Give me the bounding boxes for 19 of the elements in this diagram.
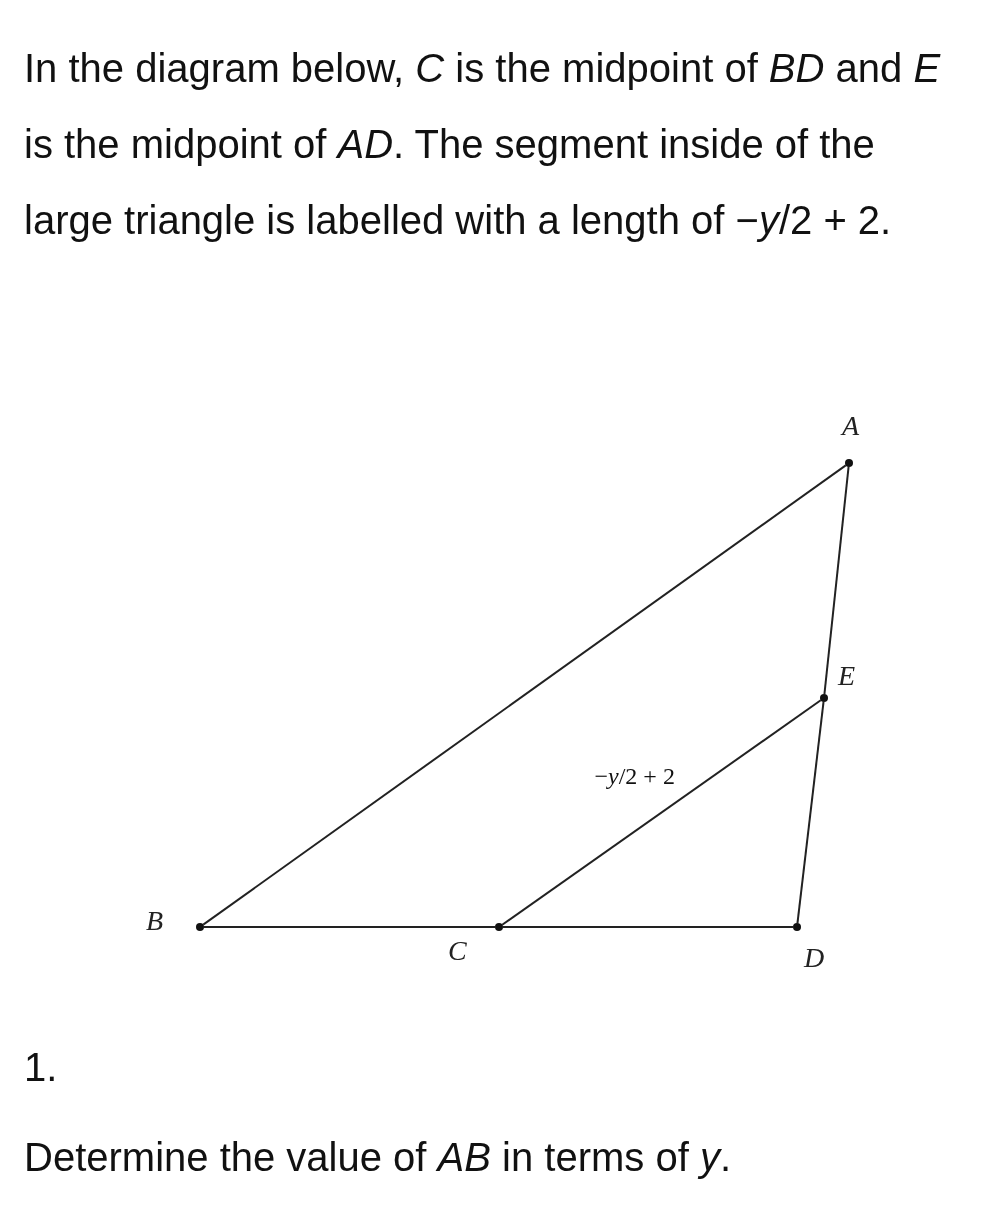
question-number: 1. bbox=[24, 1045, 58, 1090]
point-dot bbox=[845, 459, 853, 467]
line-segment bbox=[502, 926, 794, 928]
line-segment bbox=[202, 464, 847, 926]
point-label: C bbox=[448, 935, 467, 967]
point-label: B bbox=[146, 905, 164, 937]
point-dot bbox=[793, 923, 801, 931]
line-segment bbox=[823, 466, 850, 695]
point-label: E bbox=[838, 660, 856, 692]
problem-text: In the diagram below, C is the midpoint of BD and E is the midpoint of AD. The segment inside of the large triangle is labelled with a length of −y/2 + 2. bbox=[24, 45, 942, 244]
line-segment bbox=[501, 699, 822, 926]
point-dot bbox=[196, 923, 204, 931]
point-dot bbox=[495, 923, 503, 931]
point-dot bbox=[820, 694, 828, 702]
line-segment bbox=[796, 700, 825, 925]
question-text: Determine the value of AB in terms of y. bbox=[24, 1135, 731, 1180]
point-label: A bbox=[842, 410, 860, 442]
point-label: D bbox=[804, 942, 825, 974]
line-segment bbox=[203, 926, 496, 928]
